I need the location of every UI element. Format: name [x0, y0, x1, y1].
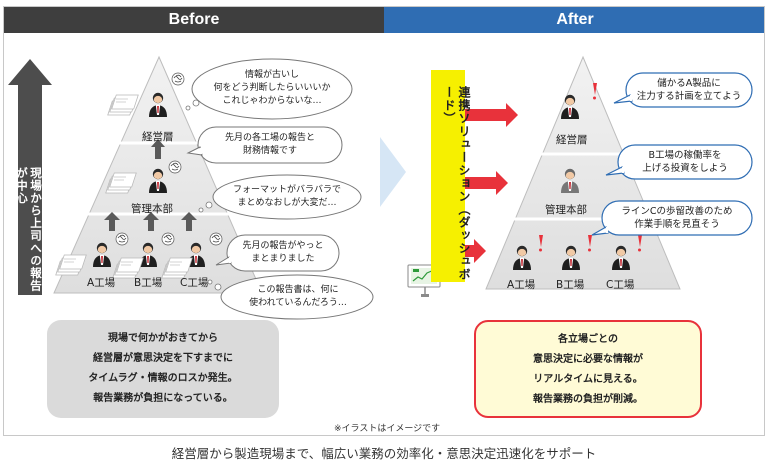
- bubble-line: 上げる投資をしよう: [642, 163, 728, 174]
- after-bubble-factory: ラインCの歩留改善のため 作業手順を見直そう: [602, 205, 752, 231]
- callout-line: 報告業務の負担が削減。: [533, 394, 643, 405]
- bubble-line: これじゃわからないな…: [222, 96, 322, 106]
- dashboard-solution-bar: 連携ソリューション（ダッシュボード）: [431, 70, 471, 282]
- after-header: After: [384, 7, 764, 33]
- diagram-frame: Before After: [3, 6, 765, 436]
- bubble-line: この報告書は、何に: [257, 285, 339, 295]
- bubble-line: 注力する計画を立てよう: [636, 91, 742, 102]
- illustration-note: ※イラストはイメージです: [334, 424, 441, 434]
- bubble-line: 先月の報告がやっと: [242, 241, 324, 251]
- vertical-arrow-label: 現場から上司への報告が中心: [15, 167, 43, 292]
- bubble-line: 儲かるA製品に: [657, 78, 721, 89]
- bubble-line: まとまりました: [251, 254, 315, 264]
- after-bubble-headquarters: B工場の稼働率を 上げる投資をしよう: [618, 149, 752, 175]
- callout-line: 現場で何かがおきてから: [108, 333, 218, 344]
- figure-caption: 経営層から製造現場まで、幅広い業務の効率化・意思決定迅速化をサポート: [171, 446, 597, 461]
- before-bubble-executive-speech: 先月の各工場の報告と 財務情報です: [202, 132, 338, 158]
- before-bubble-executive-thought: 情報が古いし 何をどう判断したらいいいか これじゃわからないな…: [200, 69, 344, 108]
- solution-label: 連携ソリューション（ダッシュボード）: [442, 86, 471, 281]
- bubble-line: 財務情報です: [242, 146, 297, 156]
- before-tier-headquarters: 管理本部: [131, 203, 173, 215]
- bubble-line: フォーマットがバラバラで: [233, 185, 341, 195]
- diagram-graphics: [8, 55, 753, 320]
- before-tier-executive: 経営層: [142, 131, 174, 143]
- bubble-line: 何をどう判断したらいいいか: [213, 83, 331, 93]
- before-tier-factory-b: B工場: [134, 277, 163, 289]
- callout-line: 報告業務が負担になっている。: [93, 393, 233, 404]
- before-summary-callout: 現場で何かがおきてから 経営層が意思決定を下すまでに タイムラグ・情報のロスか発…: [47, 320, 279, 418]
- after-tier-headquarters: 管理本部: [545, 204, 587, 216]
- after-tier-factory-a: A工場: [507, 279, 536, 291]
- bubble-line: まとめなおしが大変だ…: [237, 198, 337, 208]
- bubble-line: 作業手順を見直そう: [634, 219, 720, 230]
- callout-line: 各立場ごとの: [558, 334, 618, 345]
- callout-line: 意思決定に必要な情報が: [533, 354, 643, 365]
- after-bubble-executive: 儲かるA製品に 注力する計画を立てよう: [626, 77, 752, 103]
- callout-line: タイムラグ・情報のロスか発生。: [88, 373, 238, 384]
- bubble-line: ラインCの歩留改善のため: [621, 206, 733, 217]
- after-summary-callout: 各立場ごとの 意思決定に必要な情報が リアルタイムに見える。 報告業務の負担が削…: [474, 320, 702, 418]
- before-tier-factory-a: A工場: [87, 277, 116, 289]
- bubble-line: 使われているんだろう…: [249, 298, 347, 308]
- after-tier-executive: 経営層: [556, 134, 588, 146]
- bubble-line: B工場の稼働率を: [648, 150, 722, 161]
- bubble-line: 先月の各工場の報告と: [224, 133, 315, 143]
- callout-line: リアルタイムに見える。: [533, 374, 643, 385]
- upward-report-arrow: 現場から上司への報告が中心: [15, 75, 50, 301]
- callout-line: 経営層が意思決定を下すまでに: [93, 353, 233, 364]
- before-bubble-factory-speech: 先月の報告がやっと まとまりました: [230, 240, 336, 266]
- after-tier-factory-b: B工場: [556, 279, 585, 291]
- before-tier-factory-c: C工場: [180, 277, 209, 289]
- before-bubble-headquarters-thought: フォーマットがバラバラで まとめなおしが大変だ…: [218, 184, 356, 210]
- bubble-line: 情報が古いし: [244, 70, 299, 80]
- before-bubble-factory-thought: この報告書は、何に 使われているんだろう…: [228, 284, 368, 310]
- before-header: Before: [4, 7, 384, 33]
- after-tier-factory-c: C工場: [606, 279, 635, 291]
